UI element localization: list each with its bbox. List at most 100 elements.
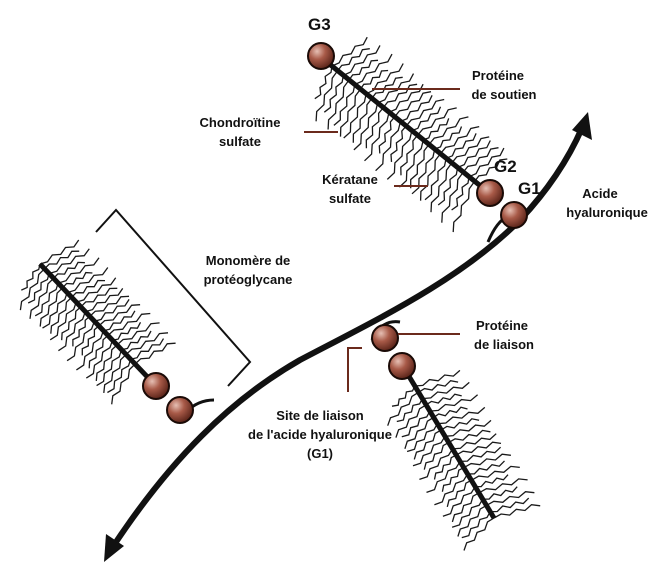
bottom-g1-bead bbox=[371, 324, 399, 352]
gag-chain bbox=[29, 277, 55, 319]
label-g1: G1 bbox=[518, 179, 541, 198]
left-monomer-chains bbox=[19, 239, 176, 405]
label-proteine-soutien-1: Protéine bbox=[472, 68, 524, 83]
gag-chain bbox=[411, 148, 436, 195]
gag-chain bbox=[486, 491, 535, 506]
gag-chain bbox=[445, 133, 477, 159]
gag-chain bbox=[21, 263, 41, 291]
gag-chain bbox=[50, 296, 73, 334]
gag-chain bbox=[417, 107, 457, 136]
gag-chain bbox=[394, 91, 432, 118]
label-monomere-1: Monomère de bbox=[206, 253, 291, 268]
g1-domain-bead bbox=[500, 201, 528, 229]
gag-chain bbox=[378, 116, 396, 154]
gag-chain bbox=[121, 330, 152, 351]
gag-chain bbox=[451, 136, 490, 164]
gag-chain bbox=[460, 446, 502, 463]
gag-chain bbox=[446, 479, 472, 508]
gag-chain bbox=[400, 134, 419, 176]
gag-chain bbox=[71, 279, 106, 298]
g2-domain-bead bbox=[476, 179, 504, 207]
gag-chain bbox=[39, 287, 64, 327]
gag-chain bbox=[398, 139, 424, 188]
gag-chain bbox=[478, 478, 528, 494]
g3-domain-bead bbox=[307, 42, 335, 70]
gag-chain bbox=[467, 460, 505, 475]
gag-chain bbox=[457, 504, 487, 537]
gag-chain bbox=[96, 349, 123, 387]
gag-chain bbox=[437, 167, 459, 206]
gag-chain bbox=[434, 126, 463, 150]
gag-chain bbox=[85, 339, 114, 379]
leader-site-liaison bbox=[347, 347, 362, 392]
gag-chain bbox=[76, 330, 105, 371]
gag-chain bbox=[471, 465, 520, 481]
gag-chain bbox=[76, 277, 117, 303]
top-monomer-chains bbox=[314, 36, 508, 233]
gag-chain bbox=[442, 486, 476, 517]
gag-chain bbox=[440, 125, 480, 155]
gag-chain bbox=[434, 473, 469, 506]
gag-chain bbox=[315, 70, 339, 122]
gag-chain bbox=[112, 321, 142, 341]
gag-chain bbox=[107, 312, 151, 336]
label-g3: G3 bbox=[308, 15, 331, 34]
label-chondroitine-1: Chondroïtine bbox=[200, 115, 281, 130]
label-keratane-1: Kératane bbox=[322, 172, 378, 187]
gag-chain bbox=[406, 423, 438, 453]
gag-chain bbox=[62, 271, 93, 289]
gag-chain bbox=[67, 267, 109, 294]
gag-chain bbox=[98, 304, 141, 327]
arrowhead-bottom bbox=[104, 534, 124, 562]
gag-chain bbox=[413, 429, 442, 460]
gag-chain bbox=[391, 385, 416, 407]
gag-chain bbox=[343, 93, 367, 139]
gag-chain bbox=[441, 171, 464, 223]
arrowhead-top bbox=[572, 112, 592, 140]
gag-chain bbox=[441, 467, 465, 492]
bottom-monomer-chains bbox=[387, 369, 541, 551]
gag-chain bbox=[395, 404, 427, 438]
gag-chain bbox=[433, 406, 468, 418]
gag-chain bbox=[365, 107, 384, 149]
label-acide-hyaluronique-2: hyaluronique bbox=[566, 205, 648, 220]
gag-chain bbox=[411, 106, 442, 132]
core-protein-left bbox=[38, 262, 158, 388]
bracket-monomere bbox=[95, 208, 252, 387]
label-proteine-soutien-2: de soutien bbox=[471, 87, 536, 102]
gag-chain bbox=[419, 153, 442, 201]
gag-chain bbox=[371, 76, 403, 99]
label-site-liaison-3: (G1) bbox=[307, 446, 333, 461]
gag-chain bbox=[462, 147, 499, 173]
gag-chain bbox=[493, 504, 541, 519]
label-proteine-liaison-1: Protéine bbox=[476, 318, 528, 333]
gag-chain bbox=[418, 379, 459, 393]
gag-chain bbox=[429, 394, 479, 412]
gag-chain bbox=[425, 393, 462, 406]
gag-chain bbox=[444, 419, 492, 437]
gag-chain bbox=[94, 299, 130, 322]
label-monomere-2: protéoglycane bbox=[204, 272, 293, 287]
gag-chain bbox=[405, 98, 445, 127]
gag-chain bbox=[343, 45, 381, 76]
gag-chain bbox=[353, 102, 379, 151]
gag-chain bbox=[359, 69, 389, 90]
gag-chain bbox=[457, 140, 491, 169]
gag-chain bbox=[125, 332, 169, 355]
gag-chain bbox=[348, 59, 379, 81]
core-protein-top bbox=[320, 56, 490, 194]
gag-chain bbox=[27, 273, 50, 304]
gag-chain bbox=[482, 486, 518, 500]
label-acide-hyaluronique-1: Acide bbox=[582, 186, 617, 201]
gag-chain bbox=[42, 292, 68, 329]
gag-chain bbox=[81, 325, 100, 356]
gag-chain bbox=[377, 73, 415, 104]
gag-chain bbox=[44, 250, 80, 270]
gag-chain bbox=[451, 176, 470, 211]
gag-chain bbox=[428, 116, 469, 145]
left-g2-bead bbox=[142, 372, 170, 400]
gag-chain bbox=[53, 261, 85, 279]
gag-chain bbox=[323, 75, 345, 113]
